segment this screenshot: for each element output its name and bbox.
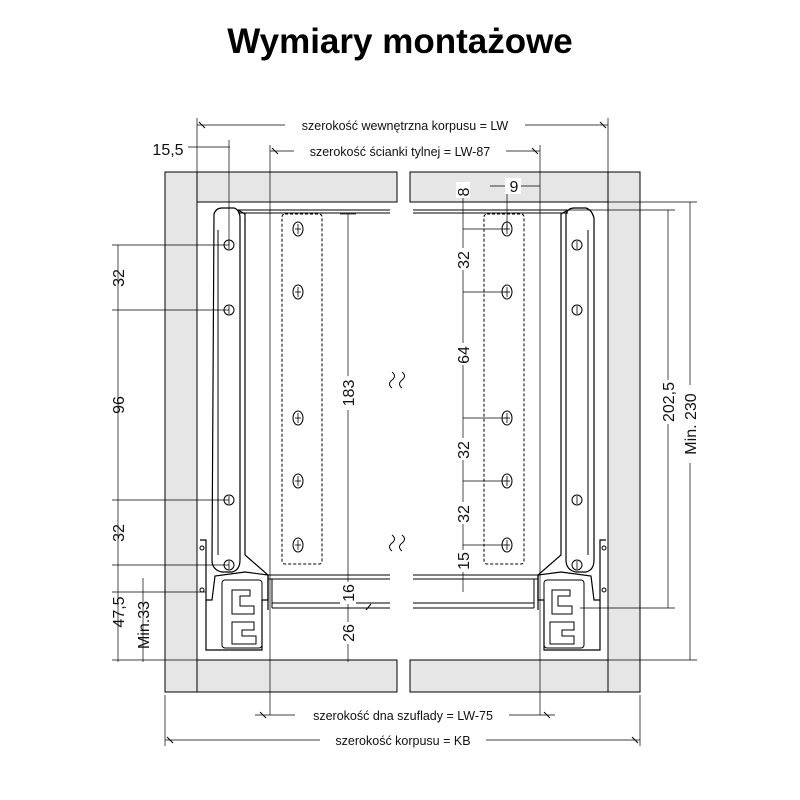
bottom-panel-left <box>196 659 398 693</box>
dim-15: 15 <box>456 552 473 570</box>
dim-8: 8 <box>456 187 473 196</box>
inner-width-label: szerokość wewnętrzna korpusu = LW <box>302 119 509 133</box>
dim-96: 96 <box>111 396 128 414</box>
dim-32-bottom-left: 32 <box>111 524 128 542</box>
dim-15-5: 15,5 <box>152 142 183 159</box>
dim-16: 16 <box>341 584 358 602</box>
drawer-right <box>413 207 607 651</box>
dim-47-5: 47,5 <box>111 596 128 627</box>
bottom-width-label: szerokość dna szuflady = LW-75 <box>313 709 493 723</box>
cabinet <box>164 171 641 693</box>
dim-9: 9 <box>510 179 519 196</box>
left-side-panel <box>164 171 198 693</box>
cabinet-width-label: szerokość korpusu = KB <box>335 734 470 748</box>
dim-32-3: 32 <box>456 505 473 523</box>
top-panel-left <box>196 171 398 203</box>
page-title: Wymiary montażowe <box>227 22 573 61</box>
dim-min-33: Min.33 <box>136 601 153 649</box>
drawer-left <box>199 207 390 651</box>
dim-min-230: Min. 230 <box>683 393 700 454</box>
dim-32-2: 32 <box>456 441 473 459</box>
dim-32-top-left: 32 <box>111 269 128 287</box>
dim-64: 64 <box>456 346 473 364</box>
break-symbol <box>389 371 405 552</box>
right-side-panel <box>607 171 641 693</box>
dim-202-5: 202,5 <box>661 382 678 422</box>
dim-183: 183 <box>341 380 358 407</box>
dim-32-1: 32 <box>456 251 473 269</box>
back-width-label: szerokość ścianki tylnej = LW-87 <box>310 145 491 159</box>
bottom-panel-right <box>409 659 609 693</box>
dimension-labels: szerokość wewnętrzna korpusu = LW szerok… <box>111 117 700 748</box>
dimension-ticks <box>166 121 639 744</box>
dim-26: 26 <box>341 624 358 642</box>
